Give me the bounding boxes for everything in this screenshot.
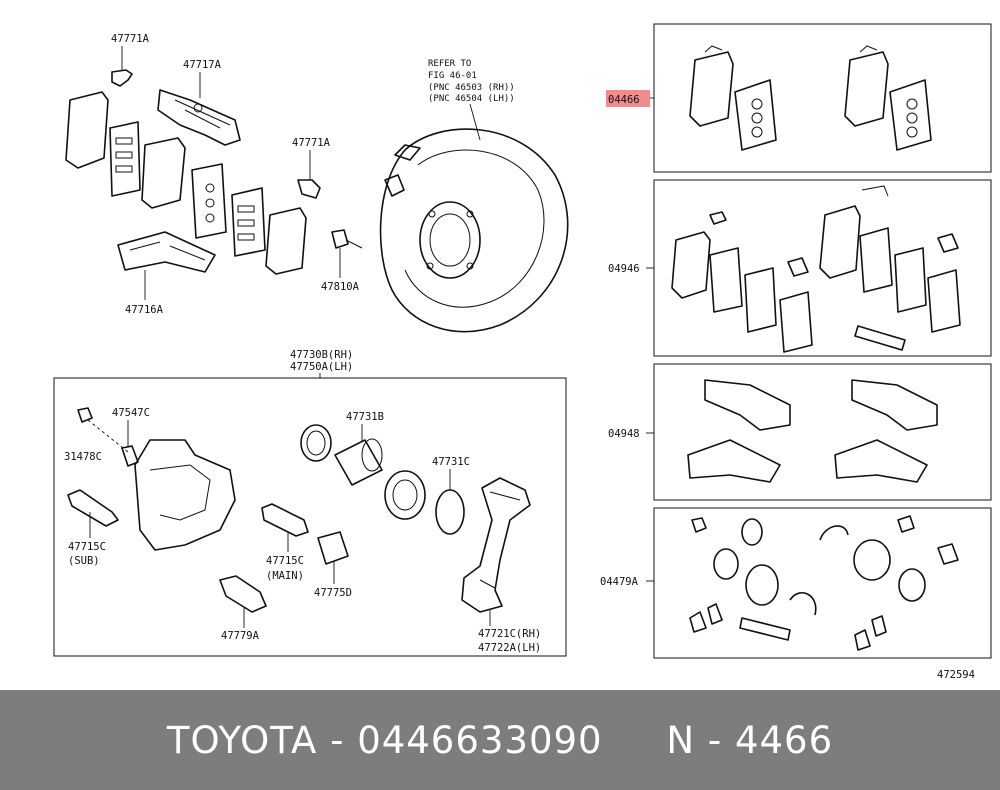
kit-04466-pads	[689, 45, 932, 151]
label-sub: (SUB)	[68, 555, 100, 567]
figure-number: 472594	[937, 669, 975, 681]
label-main: (MAIN)	[266, 570, 304, 582]
kit-box-04948	[653, 363, 992, 501]
refer-line-2: FIG 46-01	[428, 71, 477, 81]
kit-label-04466[interactable]: 04466	[608, 94, 640, 106]
label-47721c: 47721C(RH)	[478, 628, 541, 640]
part-caption-bar: TOYOTA - 0446633090 N - 4466	[0, 690, 1000, 790]
label-47750a: 47750A(LH)	[290, 361, 353, 373]
label-31478c: 31478C	[64, 451, 102, 463]
kit-label-04479a[interactable]: 04479A	[600, 576, 639, 588]
kit-box-04479a	[653, 507, 992, 659]
label-47730b: 47730B(RH)	[290, 349, 353, 361]
caption-separator: -	[317, 718, 358, 762]
label-47715c-main: 47715C	[266, 555, 304, 567]
refer-line-1: REFER TO	[428, 59, 471, 69]
dust-shield	[379, 128, 569, 333]
kit-04946-parts	[671, 185, 961, 353]
label-47810a: 47810A	[321, 281, 360, 293]
label-47771a-mid: 47771A	[292, 137, 331, 149]
refer-line-3: (PNC 46503 (RH))	[428, 83, 515, 93]
label-47731b: 47731B	[346, 411, 384, 423]
label-47717a: 47717A	[183, 59, 222, 71]
label-47715c-sub: 47715C	[68, 541, 106, 553]
kit-04479a-seals	[689, 515, 959, 651]
refer-line-4: (PNC 46504 (LH))	[428, 94, 515, 104]
kit-label-04948[interactable]: 04948	[608, 428, 640, 440]
part-number: 0446633090	[357, 718, 603, 762]
kit-box-04466	[653, 23, 992, 173]
label-47716a: 47716A	[125, 304, 164, 316]
label-47779a: 47779A	[221, 630, 260, 642]
caption-gap	[603, 719, 667, 762]
label-47771a-top: 47771A	[111, 33, 150, 45]
kit-label-04946[interactable]: 04946	[608, 263, 640, 275]
brand-name: TOYOTA	[166, 718, 318, 762]
label-47547c: 47547C	[112, 407, 150, 419]
label-47775d: 47775D	[314, 587, 352, 599]
parts-diagram: 47771A 47717A 47771A 47716A 47810A REFER…	[53, 23, 992, 681]
caliper-assembly-frame	[53, 377, 567, 657]
kit-04948-shims	[687, 379, 938, 483]
pad-assembly-upper-left	[65, 69, 363, 275]
reference-code: N - 4466	[666, 718, 834, 762]
highlight-04466	[606, 90, 650, 107]
label-47722a: 47722A(LH)	[478, 642, 541, 654]
label-47731c: 47731C	[432, 456, 470, 468]
